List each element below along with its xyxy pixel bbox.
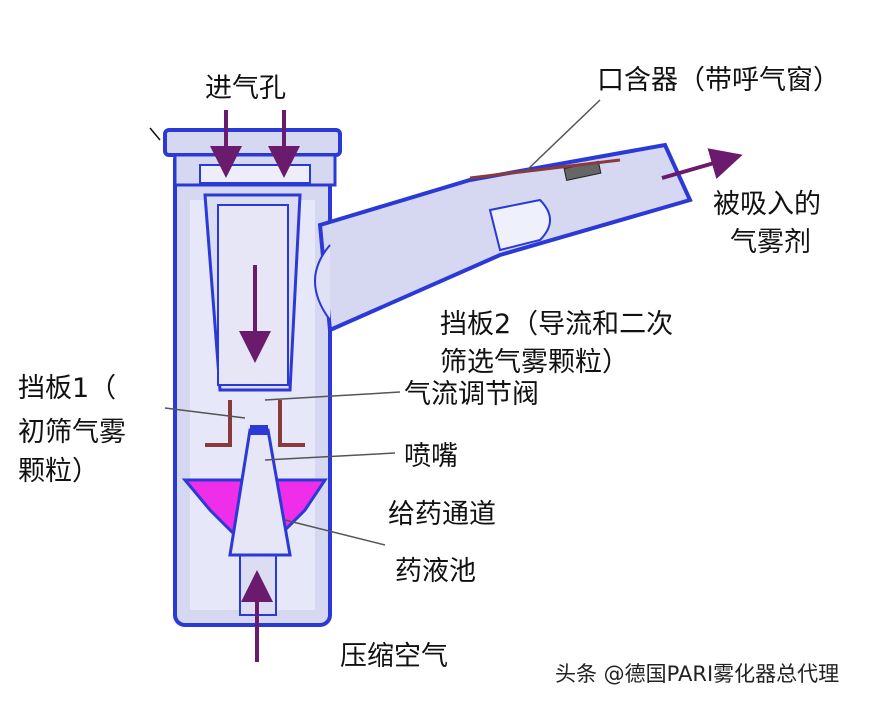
label-air-inlet: 进气孔 bbox=[205, 73, 286, 104]
label-mouthpiece: 口含器（带呼气窗） bbox=[597, 65, 840, 96]
label-inhaled-aerosol-2: 气雾剂 bbox=[730, 227, 811, 258]
mouthpiece bbox=[314, 142, 693, 333]
baffle-1 bbox=[205, 400, 305, 447]
label-compressed-air: 压缩空气 bbox=[340, 641, 448, 672]
inner-tube bbox=[203, 193, 302, 392]
label-baffle1-1: 挡板1（ bbox=[18, 373, 117, 404]
label-drug-channel: 给药通道 bbox=[388, 499, 496, 530]
flow-arrows bbox=[210, 110, 743, 662]
label-drug-reservoir: 药液池 bbox=[395, 556, 476, 587]
label-baffle2-1: 挡板2（导流和二次 bbox=[440, 309, 674, 340]
label-baffle2-2: 筛选气雾颗粒） bbox=[440, 347, 629, 378]
label-nozzle: 喷嘴 bbox=[404, 441, 458, 472]
outlet-arrow bbox=[661, 148, 743, 180]
label-baffle1-3: 颗粒） bbox=[18, 456, 99, 487]
leader-lines bbox=[164, 99, 601, 546]
label-airflow-valve: 气流调节阀 bbox=[404, 379, 539, 410]
watermark: 头条 @德国PARI雾化器总代理 bbox=[555, 662, 840, 686]
nozzle bbox=[228, 425, 292, 557]
top-cap bbox=[149, 127, 342, 187]
label-baffle1-2: 初筛气雾 bbox=[18, 417, 126, 448]
label-inhaled-aerosol-1: 被吸入的 bbox=[713, 189, 821, 220]
